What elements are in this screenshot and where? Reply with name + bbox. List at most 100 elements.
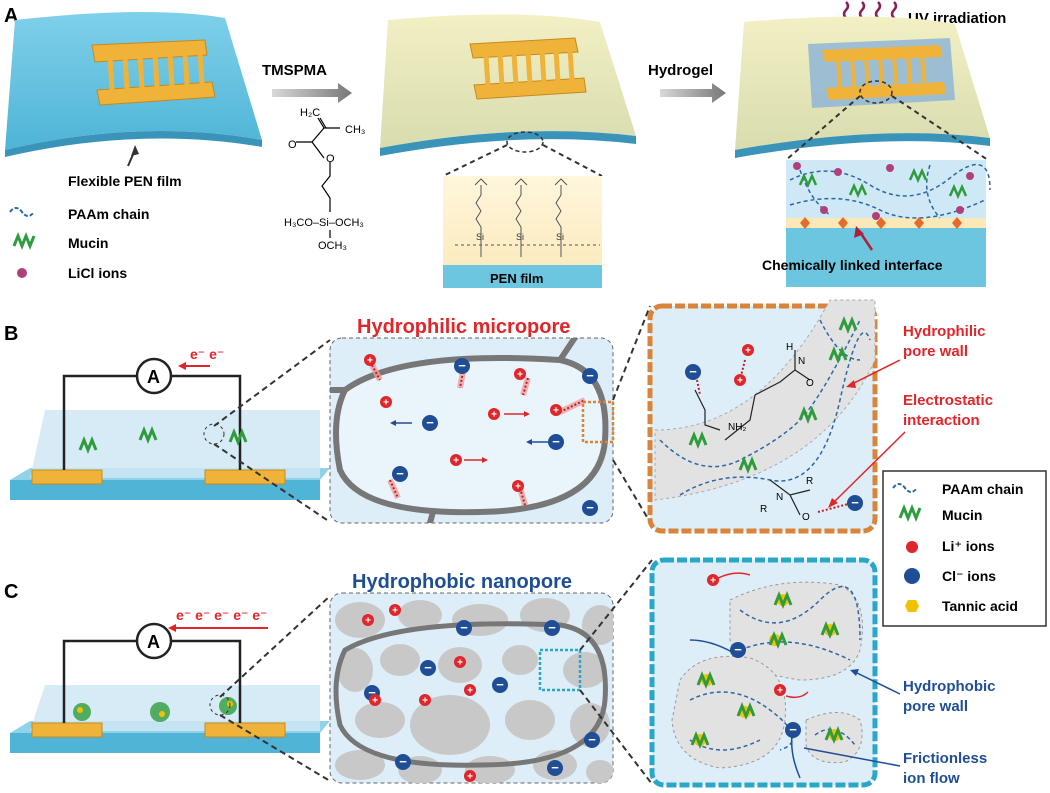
inset1-label: PEN film (490, 271, 543, 286)
device-c: A e⁻ e⁻ e⁻ e⁻ e⁻ (10, 595, 331, 782)
cl-ion (392, 466, 408, 482)
molecule-och3: OCH₃ (318, 240, 347, 252)
legend-cl-icon (904, 568, 920, 584)
nanopore-title: Hydrophobic nanopore (352, 571, 572, 593)
li-ion (774, 684, 786, 696)
li-ion-sign: + (365, 616, 371, 627)
paam-chain-icon (9, 207, 35, 217)
li-ion (550, 404, 562, 416)
li-ion-sign: + (777, 686, 783, 697)
cl-ion-sign: − (588, 732, 596, 747)
chem-r1: R (760, 504, 767, 515)
annot-c1-line2: pore wall (903, 698, 968, 715)
cl-ion (420, 660, 436, 676)
legend-a-paam: PAAm chain (68, 206, 149, 222)
licl-icon (17, 268, 27, 278)
legend-a: PAAm chain Mucin LiCl ions (9, 206, 149, 281)
cl-ion (492, 677, 508, 693)
film-pointer-head (131, 145, 139, 156)
zoom-lines-2 (785, 95, 989, 161)
annot-b1-line1: Hydrophilic (903, 323, 986, 340)
cl-ion-sign: − (551, 760, 559, 775)
cl-ion-sign: − (424, 660, 432, 675)
li-ion-sign: + (710, 576, 716, 587)
molecule-o2: O (326, 153, 335, 165)
inset-hydrogel: Chemically linked interface (762, 160, 991, 287)
legend-tannic: Tannic acid (942, 598, 1018, 614)
li-ion-sign: + (372, 696, 378, 707)
cl-ion (685, 364, 701, 380)
li-ion (734, 374, 746, 386)
li-ion (364, 354, 376, 366)
legend-mucin: Mucin (942, 507, 982, 523)
legend-box: PAAm chain Mucin Li⁺ ions Cl⁻ ions Tanni… (882, 470, 1047, 627)
micropore-zoom-box (581, 400, 615, 444)
li-ion-sign: + (422, 696, 428, 707)
li-ion-sign: + (392, 606, 398, 617)
annot-c2-line2: ion flow (903, 770, 960, 787)
annot-c2-arrow (803, 747, 901, 767)
li-ion (380, 396, 392, 408)
cl-ion-sign: − (586, 368, 594, 383)
li-ion (454, 656, 466, 668)
nanopore-zoom-box (538, 648, 582, 692)
cl-ion (544, 620, 560, 636)
chem-n2: N (776, 492, 783, 503)
film-label: Flexible PEN film (68, 173, 182, 189)
tmspma-molecule: H₂C CH₃ O O H₃CO–Si–OCH₃ OCH₃ (284, 107, 365, 252)
cl-ion (548, 434, 564, 450)
panel-c-letter: C (4, 581, 18, 603)
li-ion (512, 480, 524, 492)
step1-label: TMSPMA (262, 62, 327, 79)
li-ion-sign: + (515, 482, 521, 493)
zoom-circle-1 (506, 131, 544, 153)
cl-ion-sign: − (552, 434, 560, 449)
zoom-lines-1 (442, 144, 603, 177)
cl-ion-sign: − (496, 677, 504, 692)
li-ion-sign: + (553, 406, 559, 417)
inset-b-wall: H N O NH₂ R N R O (654, 299, 876, 523)
annot-c1-arrow (854, 671, 901, 695)
cl-ion (395, 754, 411, 770)
inset-c-ions: +−+− (707, 574, 801, 738)
cl-ion-sign: − (458, 358, 466, 373)
legend-a-licl: LiCl ions (68, 265, 127, 281)
cl-ion-sign: − (426, 415, 434, 430)
legend-tannic-icon (905, 600, 919, 612)
li-ion (389, 604, 401, 616)
cl-ion-sign: − (689, 364, 697, 379)
chem-h: H (786, 342, 793, 353)
legend-cl: Cl⁻ ions (942, 568, 996, 584)
legend-paam-icon (892, 483, 918, 493)
cl-ion (547, 760, 563, 776)
cl-ion-sign: − (548, 620, 556, 635)
li-ion-sign: + (467, 686, 473, 697)
chem-r2: R (806, 476, 813, 487)
li-ion (362, 614, 374, 626)
annot-b2-line1: Electrostatic (903, 392, 993, 409)
svg-text:Si: Si (556, 232, 564, 242)
chem-o: O (806, 378, 814, 389)
inset2-label: Chemically linked interface (762, 257, 943, 273)
legend-li: Li⁺ ions (942, 538, 995, 554)
annot-b1-line2: pore wall (903, 343, 968, 360)
chem-nh2: NH₂ (728, 422, 746, 433)
step2-label: Hydrogel (648, 62, 713, 79)
annot-c1-line1: Hydrophobic (903, 678, 996, 695)
li-ion (369, 694, 381, 706)
step1-arrow (272, 83, 352, 103)
inset-b-ions: −++− (685, 344, 863, 511)
pen-film-3 (735, 16, 990, 158)
ammeter-b-label: A (147, 367, 160, 387)
li-ion (742, 344, 754, 356)
li-ion (450, 454, 462, 466)
inset-pen-film: Si Si Si PEN film (443, 176, 602, 288)
legend-mucin-icon (898, 503, 922, 523)
cl-ion-sign: − (789, 722, 797, 737)
ammeter-c-label: A (147, 632, 160, 652)
svg-text:Si: Si (516, 232, 524, 242)
ammeter-c (135, 622, 173, 660)
cl-ion (584, 732, 600, 748)
cl-ion (454, 358, 470, 374)
li-ion-sign: + (453, 456, 459, 467)
